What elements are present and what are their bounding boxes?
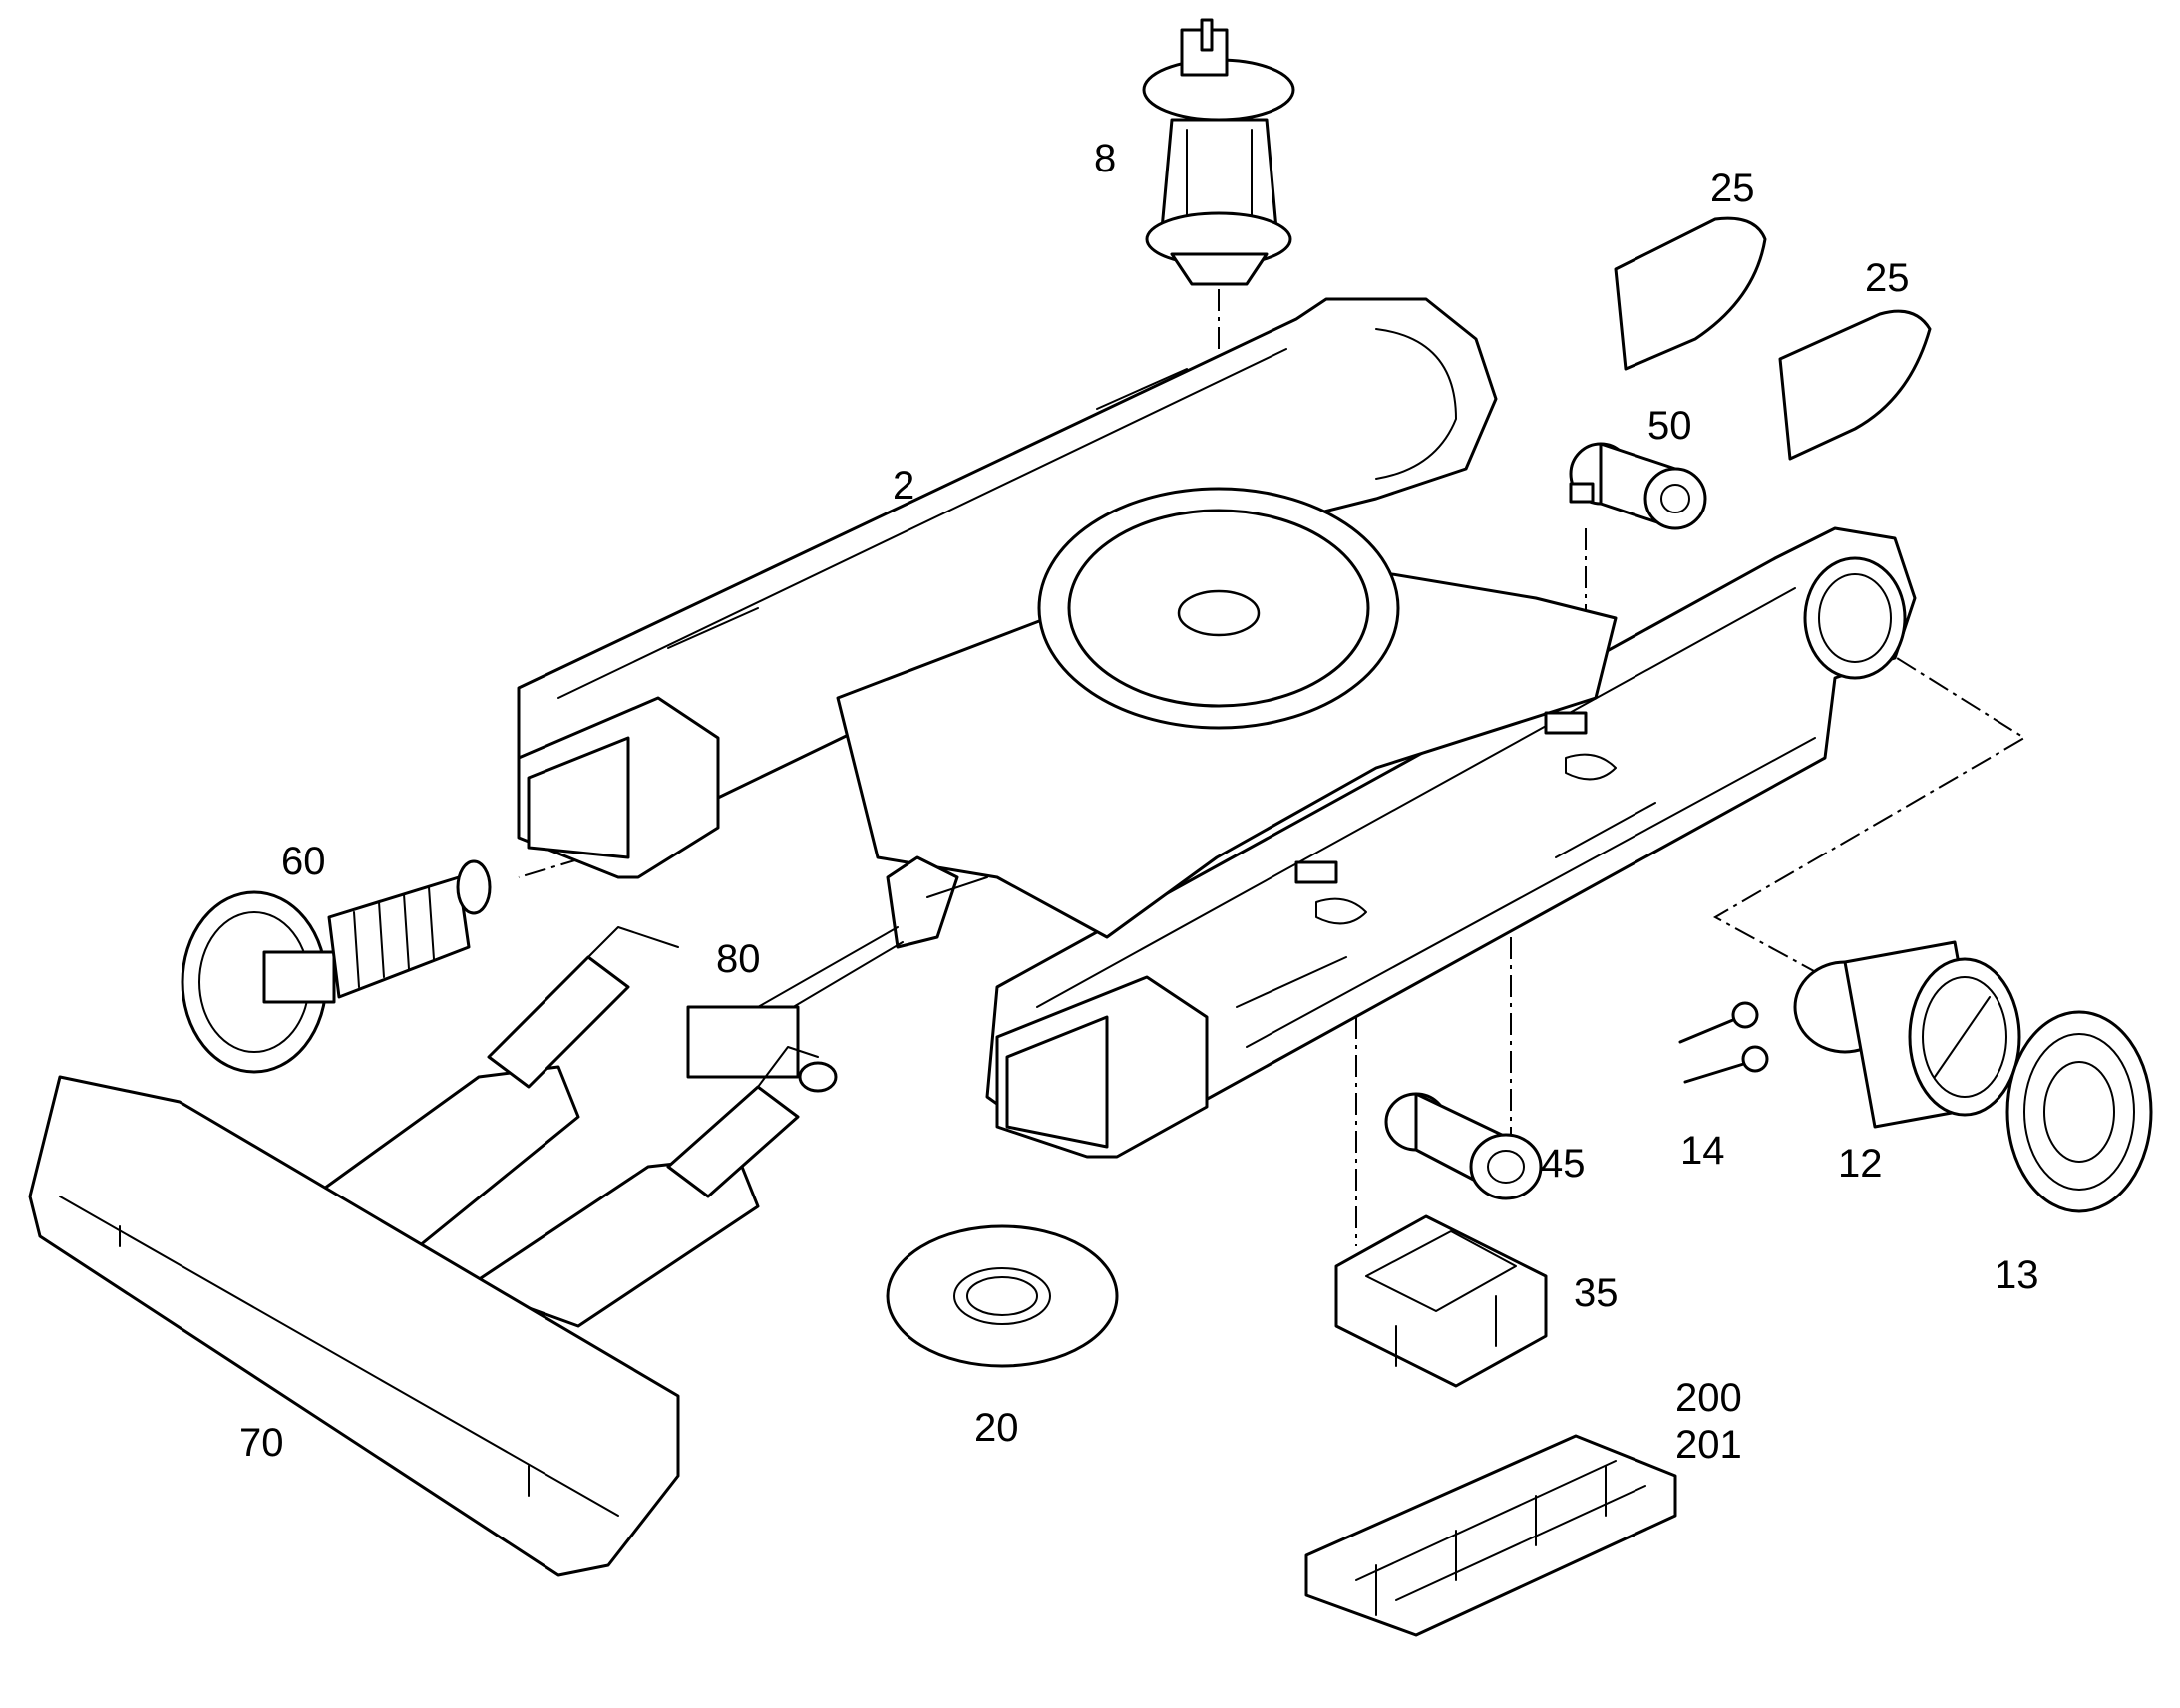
dozer-blade-part-70 xyxy=(28,926,819,1577)
idler-part-60 xyxy=(181,859,492,1074)
callout-20: 20 xyxy=(974,1406,1019,1450)
callout-70: 70 xyxy=(239,1421,284,1465)
callout-35: 35 xyxy=(1574,1271,1619,1315)
callout-14: 14 xyxy=(1680,1129,1725,1173)
track-chain-part-200-201 xyxy=(1304,1434,1677,1637)
callout-2: 2 xyxy=(893,464,914,508)
callout-12: 12 xyxy=(1838,1142,1883,1186)
callout-25b: 25 xyxy=(1865,256,1910,300)
callout-50: 50 xyxy=(1647,404,1692,448)
carrier-roller-part-50 xyxy=(1569,442,1707,530)
travel-motor-part-12 xyxy=(1793,940,2021,1129)
callout-60: 60 xyxy=(281,840,326,883)
track-guard-part-35 xyxy=(1334,1214,1548,1388)
callout-200: 200 xyxy=(1675,1376,1742,1420)
sprocket-part-13 xyxy=(2005,1010,2153,1213)
callout-201: 201 xyxy=(1675,1423,1742,1467)
track-roller-part-45 xyxy=(1384,1092,1543,1200)
callout-labels: 8 25 25 50 2 60 80 45 14 12 13 35 20 70 … xyxy=(239,137,2039,1467)
callout-45: 45 xyxy=(1541,1142,1586,1186)
frame-part-2 xyxy=(517,297,1917,1159)
seal-plate-part-20 xyxy=(886,1224,1119,1368)
cover-plate-part-25b xyxy=(1778,309,1932,461)
linkage-part-80 xyxy=(686,855,988,1093)
callout-80: 80 xyxy=(716,937,761,981)
cover-plate-part-25a xyxy=(1614,216,1767,371)
rotary-joint-part-8 xyxy=(1142,18,1295,286)
fittings-part-14 xyxy=(1678,1001,1769,1084)
callout-13: 13 xyxy=(1995,1253,2039,1297)
callout-25a: 25 xyxy=(1710,167,1755,210)
callout-8: 8 xyxy=(1094,137,1116,180)
